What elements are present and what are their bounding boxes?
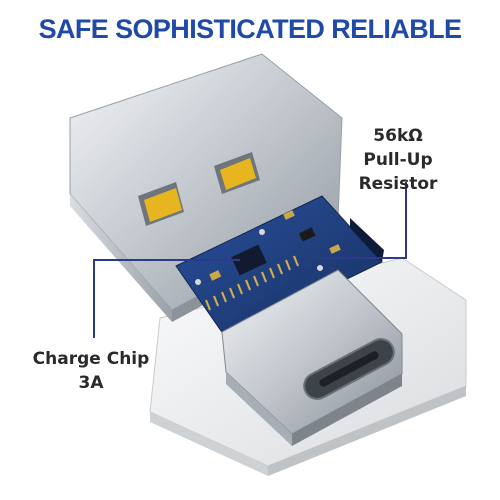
usb-c-connector bbox=[221, 269, 403, 446]
chip-label: Charge Chip bbox=[32, 349, 150, 369]
resistor-value: 56kΩ bbox=[373, 126, 423, 146]
callout-line-chip bbox=[93, 259, 240, 338]
callout-line-resistor bbox=[322, 182, 407, 259]
headline: SAFE SOPHISTICATED RELIABLE bbox=[38, 14, 462, 44]
resistor-label: Pull-Up Resistor bbox=[358, 150, 438, 194]
charge-chip bbox=[231, 244, 267, 276]
pcb-board bbox=[175, 195, 384, 339]
gold-contact-right bbox=[220, 158, 256, 190]
chip-callout: Charge Chip 3A bbox=[26, 347, 156, 395]
chip-rating: 3A bbox=[78, 373, 104, 393]
gold-contact-left bbox=[144, 188, 182, 222]
resistor-callout: 56kΩ Pull-Up Resistor bbox=[332, 124, 464, 196]
